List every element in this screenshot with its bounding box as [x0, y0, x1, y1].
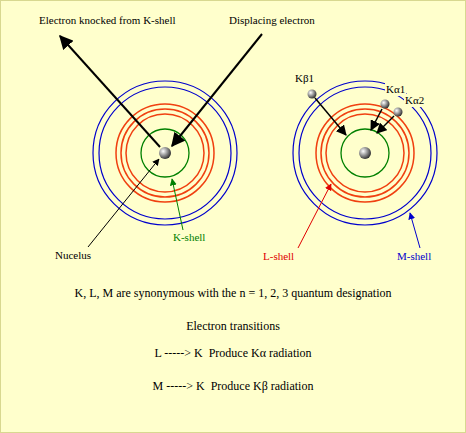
note-text: L -----> K Produce Kα radiation [153, 346, 312, 360]
knocked-arrow [60, 36, 160, 147]
transition-label: Kα2 [404, 94, 425, 107]
nucleus-leader [88, 159, 159, 247]
displacing-arrow [172, 34, 262, 146]
shell-label: K-shell [172, 231, 206, 244]
note-text: M -----> K Produce Kβ radiation [152, 379, 315, 393]
electron-dot [308, 90, 317, 99]
atom-left [93, 81, 237, 225]
l-shell-leader [298, 184, 331, 248]
m-shell-leader [410, 213, 420, 248]
atom-right [293, 81, 437, 225]
k-shell-leader [172, 179, 183, 230]
note-text: K, L, M are synonymous with the n = 1, 2… [73, 286, 392, 300]
transition-label: Kβ1 [294, 72, 315, 85]
electron-dot [394, 108, 403, 117]
electron-dot [381, 100, 390, 109]
callout-label: Electron knocked from K-shell [38, 14, 177, 27]
shell-label: L-shell [262, 250, 295, 263]
shell-label: M-shell [396, 250, 432, 263]
transition-arrow [371, 109, 382, 130]
transition-arrow [315, 98, 346, 135]
transition-arrow [377, 116, 394, 133]
note-text: Electron transitions [185, 319, 281, 333]
callout-label: Displacing electron [228, 14, 316, 27]
part-label: Nucelus [54, 249, 92, 262]
